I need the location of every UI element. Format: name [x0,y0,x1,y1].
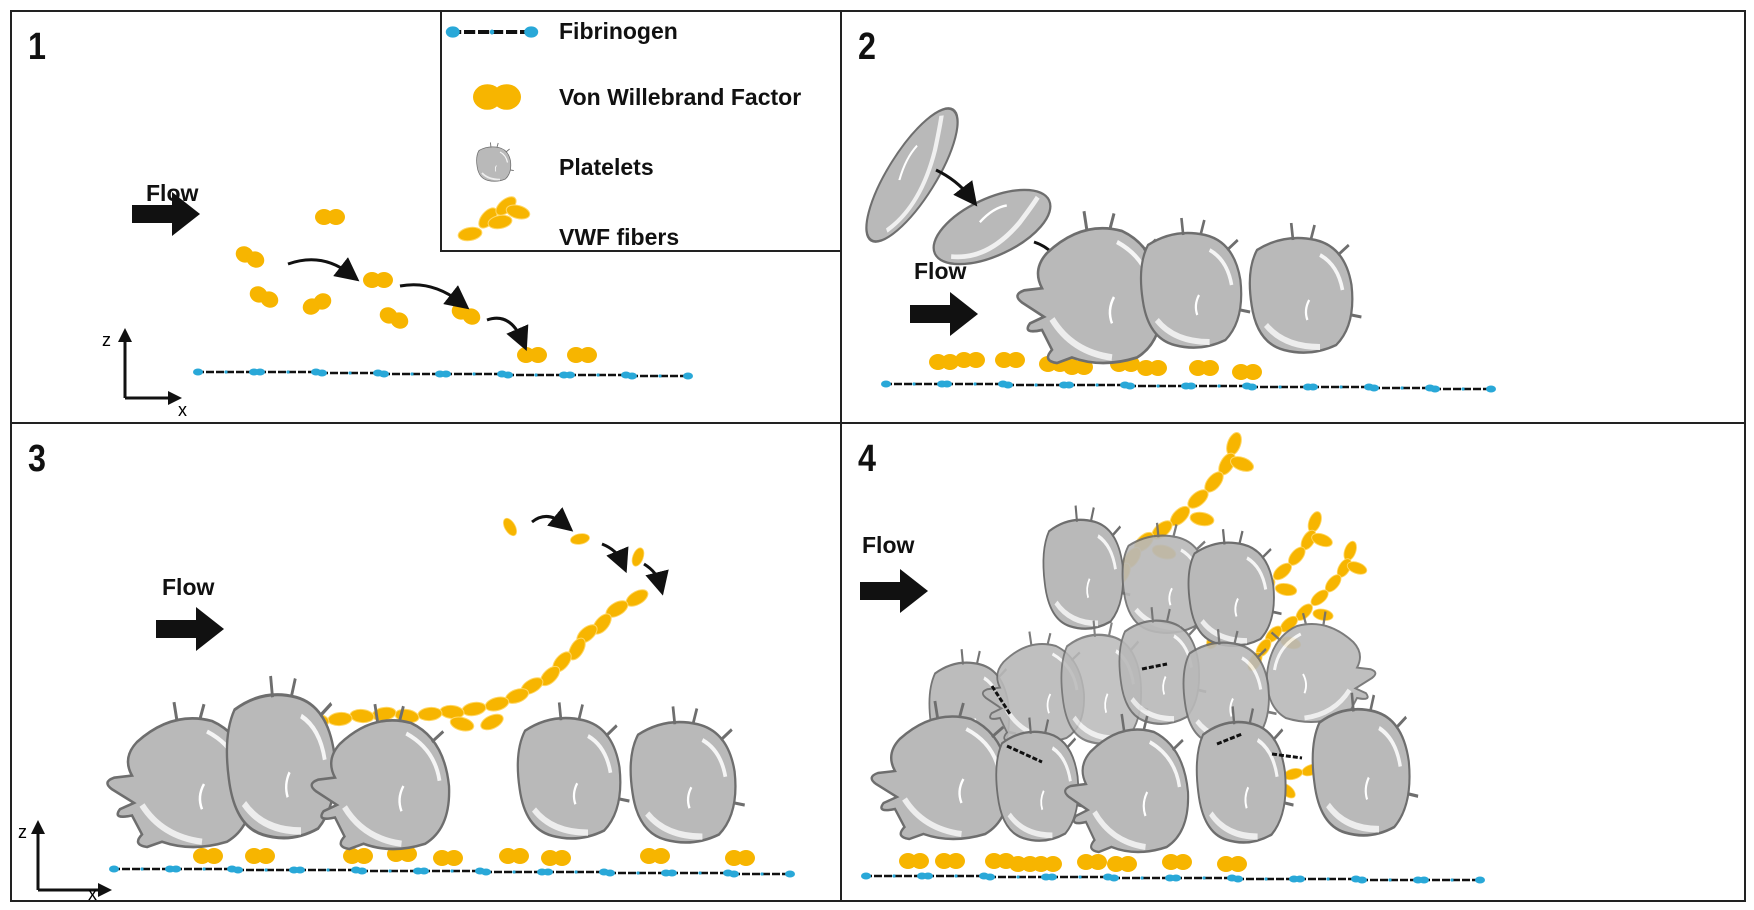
flow-arrow-icon [910,292,978,336]
flow-label: Flow [162,574,215,600]
trajectory-arrow-icon [531,507,669,596]
fibrinogen-layer [859,871,1487,885]
vwf-fibers-icon [456,192,532,243]
fibrinogen-bridge [990,662,1303,764]
panel-number: 1 [28,26,46,68]
flow-arrow-icon [132,192,200,236]
legend-label: Fibrinogen [559,18,678,44]
axis-indicator [31,820,112,897]
trajectory-arrow-icon [287,257,529,352]
adherent-platelet [1017,211,1361,363]
axis-x-label: x [88,884,97,904]
axis-indicator [118,328,182,405]
panel-number: 2 [858,26,876,68]
axis-z-label: z [102,330,111,350]
panel-1-illustration [118,192,695,405]
fibrinogen-layer [879,379,1498,394]
panel-3: 3 Flow [10,422,842,904]
vwf-molecule [193,846,755,866]
adherent-platelet [107,676,744,849]
flow-label: Flow [862,532,915,558]
panel-4: 4 Flow [840,422,1746,902]
legend-label: Platelets [559,154,654,180]
fibrinogen-icon [446,26,538,37]
vwf-icon [473,84,521,110]
panel-3-illustration [31,507,797,897]
axis-x-label: x [178,400,187,420]
panel-number: 4 [858,438,876,480]
panel-2: 2 Flow [840,10,1746,424]
panel-2-illustration [842,12,1498,394]
flow-arrow-icon [860,569,928,613]
platelet-aggregate [872,506,1418,852]
legend: Fibrinogen Von Willebrand Factor Platele… [440,10,842,252]
panel-number: 3 [28,438,46,480]
axis-z-label: z [18,822,27,842]
legend-label: Von Willebrand Factor [559,84,802,110]
fibrinogen-layer [191,367,695,381]
vwf-molecule [899,853,1247,872]
flow-arrow-icon [156,607,224,651]
legend-label: VWF fibers [559,224,680,250]
fibrinogen-layer [107,864,797,879]
panel-4-illustration [859,430,1487,885]
platelet-icon [475,141,515,183]
